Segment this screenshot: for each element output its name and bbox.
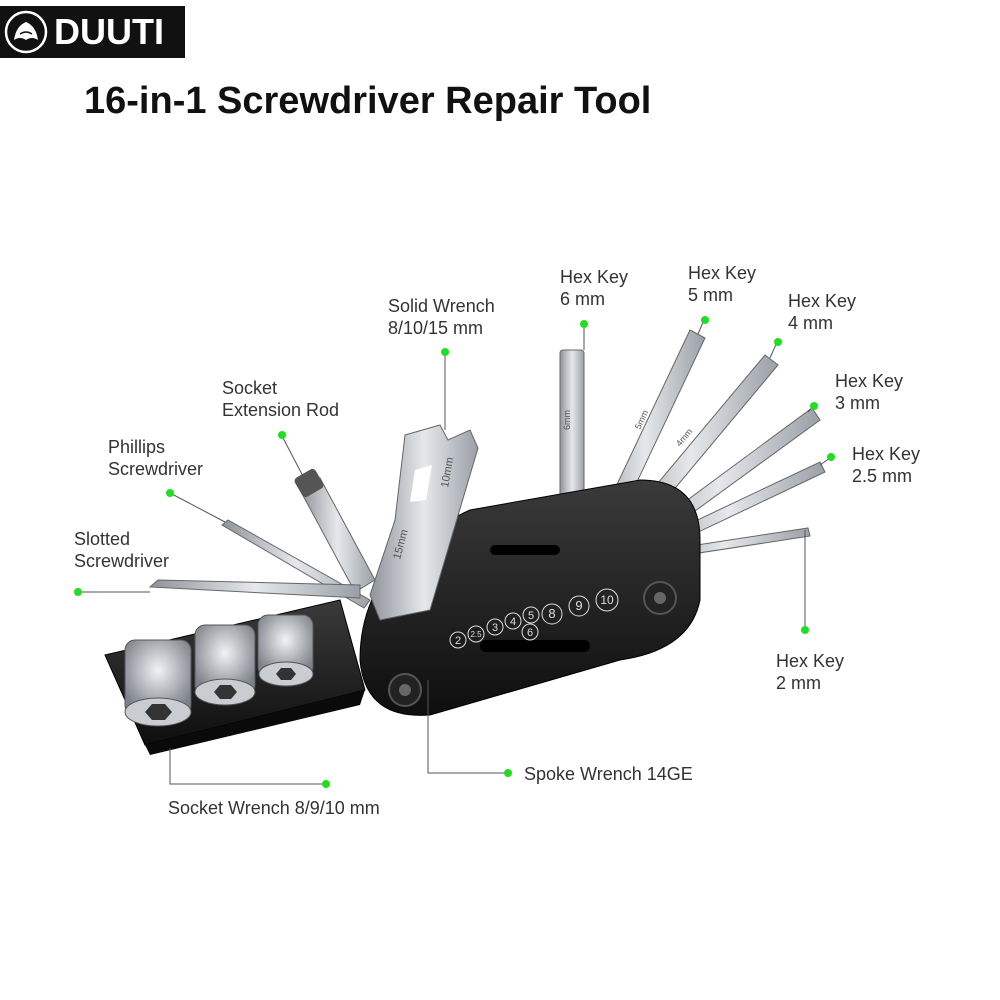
size-mark: 6 (521, 623, 539, 641)
hex-label-6mm: 6mm (562, 410, 572, 430)
dot-hex2 (801, 626, 809, 634)
callout-line2: 8/10/15 mm (388, 318, 484, 338)
callout-phillips-screwdriver: Phillips Screwdriver (108, 436, 203, 480)
dot-hex6 (580, 320, 588, 328)
callout-line1: Phillips (108, 437, 166, 457)
dot-solid-wrench (441, 348, 449, 356)
callout-line1: Socket (222, 378, 278, 398)
callout-hex-key-2.5mm: Hex Key 2.5 mm (852, 443, 920, 487)
callout-line1: Solid Wrench (388, 296, 495, 316)
brand-logo: DUUTI (0, 6, 185, 58)
size-mark: 5 (522, 606, 540, 624)
size-markings: 2 2.5 3 4 5 6 8 9 10 (449, 588, 619, 649)
socket-10mm (124, 639, 192, 727)
callout-hex-key-5mm: Hex Key 5 mm (688, 262, 756, 306)
dot-phillips (166, 489, 174, 497)
leader-line-spoke (427, 680, 508, 774)
lion-head-icon (4, 10, 48, 54)
leader-line-socket-wrench (169, 748, 326, 785)
solid-wrench: 15mm 10mm (369, 424, 479, 621)
callout-line1: Hex Key (688, 263, 757, 283)
size-mark: 9 (568, 595, 590, 617)
dot-spoke (504, 769, 512, 777)
page-title: 16-in-1 Screwdriver Repair Tool (84, 80, 652, 122)
callout-spoke-wrench: Spoke Wrench 14GE (524, 763, 693, 785)
svg-text:3: 3 (492, 622, 498, 634)
svg-text:6: 6 (527, 627, 533, 639)
callout-socket-extension-rod: Socket Extension Rod (222, 377, 339, 421)
callout-hex-key-6mm: Hex Key 6 mm (560, 266, 628, 310)
svg-text:9: 9 (575, 598, 582, 613)
callout-line1: Slotted (74, 529, 131, 549)
callout-line2: 4 mm (788, 313, 833, 333)
callout-solid-wrench: Solid Wrench 8/10/15 mm (388, 295, 495, 339)
size-mark: 10 (595, 588, 619, 612)
callout-line1: Hex Key (852, 444, 921, 464)
callout-hex-key-3mm: Hex Key 3 mm (835, 370, 903, 414)
leader-line-phillips (169, 492, 226, 523)
callout-line1: Socket Wrench 8/9/10 mm (168, 798, 380, 818)
dot-slotted (74, 588, 82, 596)
slotted-screwdriver-blade (148, 579, 361, 599)
svg-text:5: 5 (528, 610, 534, 622)
socket-extension-rod (294, 468, 376, 593)
callout-line2: Screwdriver (108, 459, 204, 479)
svg-text:2: 2 (455, 635, 461, 647)
size-mark: 3 (486, 618, 504, 636)
dot-hex5 (701, 316, 709, 324)
callout-hex-key-4mm: Hex Key 4 mm (788, 290, 856, 334)
wrench-label-10mm: 10mm (439, 456, 456, 488)
callout-line1: Spoke Wrench 14GE (524, 764, 693, 784)
callout-line2: 5 mm (688, 285, 733, 305)
leader-line-socket-rod (281, 435, 306, 481)
callout-slotted-screwdriver: Slotted Screwdriver (74, 528, 169, 572)
dot-socket-wrench (322, 780, 330, 788)
socket-holder (104, 599, 366, 755)
svg-text:8: 8 (548, 606, 555, 621)
callout-line1: Hex Key (788, 291, 857, 311)
callout-line2: Extension Rod (222, 400, 340, 420)
callout-hex-key-2mm: Hex Key 2 mm (776, 650, 844, 694)
socket-8mm (257, 614, 314, 687)
dot-hex25 (827, 453, 835, 461)
size-mark: 8 (541, 603, 563, 625)
callout-line2: 2.5 mm (852, 466, 913, 486)
svg-text:4: 4 (510, 616, 516, 628)
size-mark: 2 (449, 631, 467, 649)
svg-text:10: 10 (600, 593, 614, 607)
callout-line2: 3 mm (835, 393, 880, 413)
svg-text:2.5: 2.5 (470, 630, 482, 639)
dot-socket-rod (278, 431, 286, 439)
brand-name: DUUTI (54, 11, 164, 52)
dot-hex3 (810, 402, 818, 410)
callout-line2: 2 mm (776, 673, 821, 693)
callout-line1: Hex Key (560, 267, 629, 287)
callout-line2: Screwdriver (74, 551, 170, 571)
callout-line2: 6 mm (560, 289, 605, 309)
dot-hex4 (774, 338, 782, 346)
callout-line1: Hex Key (776, 651, 845, 671)
size-mark: 4 (504, 612, 522, 630)
leader-dots (74, 316, 835, 788)
callout-line1: Hex Key (835, 371, 904, 391)
callout-socket-wrench: Socket Wrench 8/9/10 mm (168, 797, 380, 819)
socket-9mm (194, 624, 256, 706)
size-mark: 2.5 (467, 625, 485, 643)
